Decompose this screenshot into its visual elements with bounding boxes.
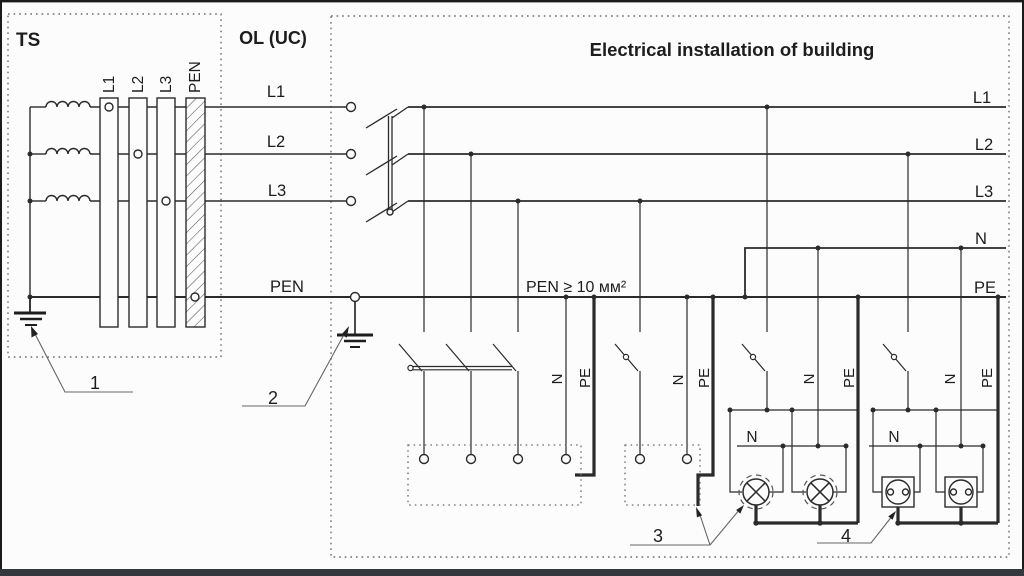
pe-branch [754,297,860,525]
busbars [99,97,206,328]
busbar-label-pen: PEN [187,61,204,93]
socket-icon [881,476,915,508]
bus-n [744,247,1006,297]
branch-n-label: N [549,374,566,385]
bottom-bar [0,569,1024,576]
building-box [330,15,1010,558]
appliance-box [407,444,582,506]
busbar-l3 [156,97,176,328]
callout-2: 2 [268,388,278,408]
feeder-label-pen: PEN [270,278,304,296]
overhead-line-label: OL (UC) [239,28,307,48]
socket-group-n-label: N [888,429,899,446]
busbar-label-l3: L3 [158,76,175,93]
junction-dots [27,104,1001,526]
winding-coil-icon [45,100,91,108]
busbar-l1 [99,97,119,328]
branch-pe-label: PE [577,368,594,388]
transformer-station-label: TS [16,30,40,51]
lamp-icon [738,474,774,510]
switch-pivot-icon [407,364,414,372]
transformer-windings [29,100,91,313]
earth-electrode-1-icon [14,297,46,326]
appliance-box [624,444,701,506]
pe-branch [696,297,715,506]
feeder-label-l1: L1 [267,83,285,101]
bus-label-pe: PE [974,279,996,297]
callout-1: 1 [90,373,100,393]
lamp-icon [802,474,838,510]
switch-blade-icon [492,343,517,372]
bus-label-l1: L1 [973,89,991,107]
busbar-l2 [128,97,148,328]
switch-pivot-icon [622,353,630,361]
branch-pe-label: PE [841,368,858,388]
single-phase-load [614,201,715,506]
busbar-label-l2: L2 [130,76,147,93]
feeder-label-l3: L3 [268,182,286,200]
winding-coil-icon [45,147,91,155]
service-entry [345,101,409,223]
branch-pe-label: PE [696,368,713,388]
busbar-taps [104,102,200,302]
callout-3: 3 [653,526,663,546]
branch-pe-label: PE [979,368,996,388]
busbar-label-l1: L1 [101,76,118,93]
bus-label-l3: L3 [975,183,993,201]
pen-section-note: PEN ≥ 10 мм² [526,279,627,296]
callout-leaders [32,328,894,546]
bus-label-n: N [975,230,987,248]
socket-circuit [869,154,1000,525]
pen-entry-terminal [349,291,361,303]
earth-electrode-2-icon [337,301,373,348]
busbar-pen [185,97,206,328]
building-bus-lines [408,106,1006,297]
callout-arrowheads [31,326,896,520]
three-phase-load [398,107,596,506]
winding-coil-icon [45,194,91,202]
branch-n-label: N [670,375,687,386]
branch-n-label: N [942,374,959,385]
switch-pivot-icon [749,353,757,361]
callout-4: 4 [841,526,851,546]
bus-label-l2: L2 [975,136,993,154]
lamp-group-n-label: N [746,429,757,446]
lighting-circuit [729,107,860,525]
feeder-label-l2: L2 [267,133,285,151]
diagram-title: Electrical installation of building [590,39,875,60]
transformer-station-box [7,13,222,358]
switch-pivot-icon [890,353,898,361]
socket-icon [944,476,978,508]
branch-n-label: N [801,374,818,385]
